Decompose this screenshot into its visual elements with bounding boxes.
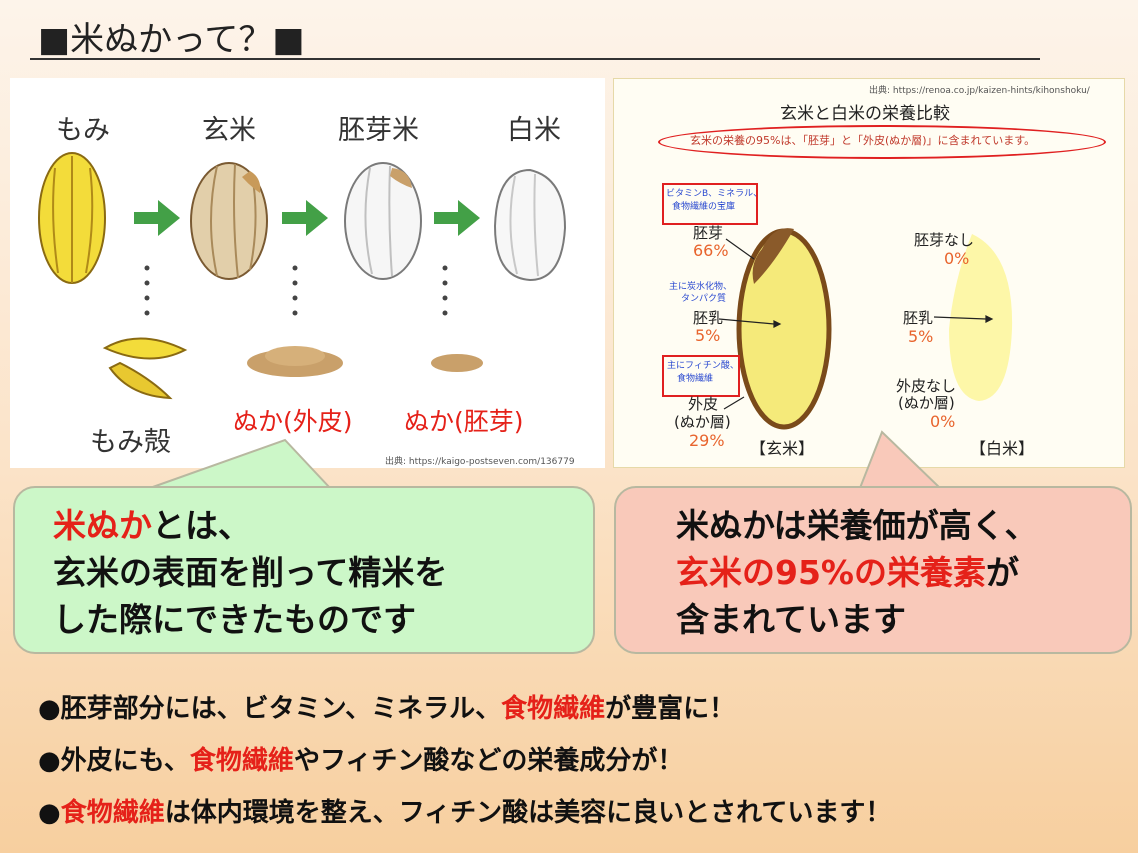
arrow-icons	[134, 200, 480, 236]
hakumai-hainyu-pct: 5%	[908, 327, 934, 346]
note-vitamin-box	[662, 183, 758, 225]
bullet-3-post: は体内環境を整え、フィチン酸は美容に良いとされています！	[164, 798, 892, 828]
genmai-caption: 【玄米】	[750, 439, 815, 458]
label-genmai: 玄米	[202, 115, 256, 146]
page-title: ■米ぬかって？■	[38, 20, 305, 60]
rice-polishing-figure: もみ 玄米 胚芽米 白米	[10, 78, 605, 468]
bullet-2-post: やフィチン酸などの栄養成分が！	[293, 746, 684, 776]
genmai-grain-section	[736, 228, 832, 430]
bullet-2-keyword: 食物繊維	[189, 746, 294, 776]
hakumai-grain	[493, 168, 567, 282]
note-vitamin-2: 食物繊維の宝庫	[672, 202, 736, 212]
hakumai-gaihi-2: (ぬか層)	[898, 394, 955, 412]
note-phytic-1: 主にフィチン酸、	[667, 361, 739, 371]
source-left: 出典: https://kaigo-postseven.com/136779	[385, 457, 575, 467]
label-hakumai: 白米	[507, 115, 561, 146]
hakumai-grain-section	[949, 234, 1013, 401]
genmai-haiga: 胚芽	[693, 224, 724, 242]
label-nuka-gaihi: ぬか(外皮)	[233, 407, 353, 436]
hakumai-hainyu: 胚乳	[903, 309, 934, 327]
grain-cross-section	[718, 228, 1013, 430]
nutrition-keyword: 玄米の95%の栄養素	[676, 553, 986, 592]
note-carb-2: タンパク質	[681, 294, 727, 304]
bullet-1-post: が豊富に！	[605, 694, 736, 724]
bullet-3-pre: ●	[38, 798, 61, 828]
genmai-grain	[190, 162, 268, 280]
label-momigara: もみ殻	[90, 427, 171, 458]
hakumai-gaihi-1: 外皮なし	[896, 377, 957, 395]
genmai-haiga-pct: 66%	[693, 241, 729, 260]
nutrition-line-1: 米ぬかは栄養価が高く、	[676, 506, 1038, 545]
label-haigamai: 胚芽米	[338, 115, 419, 146]
note-phytic-box	[662, 355, 740, 397]
bullet-3-keyword: 食物繊維	[60, 798, 165, 828]
bran-pile-haiga	[431, 354, 483, 372]
nutrition-bubble: 米ぬかは栄養価が高く、 玄米の95%の栄養素が 含まれています	[614, 486, 1132, 654]
bullet-1-pre: ●胚芽部分には、ビタミン、ミネラル、	[38, 694, 502, 724]
bullet-2-pre: ●外皮にも、	[38, 746, 190, 776]
source-right: 出典: https://renoa.co.jp/kaizen-hints/kih…	[869, 86, 1090, 96]
nutrition-line-2: 玄米の95%の栄養素が	[676, 549, 1019, 596]
genmai-hainyu: 胚乳	[693, 309, 724, 327]
definition-keyword: 米ぬか	[53, 506, 152, 545]
note-vitamin-1: ビタミンB、ミネラル、	[666, 189, 763, 199]
hakumai-caption: 【白米】	[970, 439, 1035, 458]
haigamai-grain	[344, 162, 422, 280]
definition-line-2: 玄米の表面を削って精米を	[53, 553, 448, 592]
genmai-hainyu-pct: 5%	[695, 326, 721, 345]
genmai-gaihi-1: 外皮	[688, 395, 719, 413]
genmai-gaihi-2: (ぬか層)	[674, 413, 731, 431]
label-nuka-haiga: ぬか(胚芽)	[404, 407, 524, 436]
note-phytic-2: 食物繊維	[677, 374, 714, 384]
nutrition-line-3: 含まれています	[676, 600, 907, 639]
bullet-3: ●食物繊維は体内環境を整え、フィチン酸は美容に良いとされています！	[38, 792, 891, 829]
label-momi: もみ	[56, 115, 110, 146]
hakumai-gaihi-pct: 0%	[930, 412, 956, 431]
hakumai-haiga: 胚芽なし	[914, 231, 975, 249]
grains-illustration	[38, 152, 567, 400]
nutrition-line-2-rest: が	[986, 553, 1019, 592]
genmai-gaihi-pct: 29%	[689, 431, 725, 450]
figure-title: 玄米と白米の栄養比較	[780, 104, 950, 124]
hakumai-haiga-pct: 0%	[944, 249, 970, 268]
bullet-2: ●外皮にも、食物繊維やフィチン酸などの栄養成分が！	[38, 740, 683, 777]
germ-shape	[752, 228, 794, 284]
definition-line-3: した際にできたものです	[53, 600, 416, 639]
note-carb-1: 主に炭水化物、	[669, 282, 733, 292]
bullet-1-keyword: 食物繊維	[501, 694, 606, 724]
title-divider	[30, 58, 1040, 60]
bullet-1: ●胚芽部分には、ビタミン、ミネラル、食物繊維が豊富に！	[38, 688, 735, 725]
nutrition-comparison-figure: 出典: https://renoa.co.jp/kaizen-hints/kih…	[613, 78, 1125, 468]
headline-text: 玄米の栄養の95%は、「胚芽」と「外皮(ぬか層)」に含まれています。	[690, 134, 1036, 147]
definition-line-1-rest: とは、	[152, 506, 251, 545]
momi-grain	[38, 152, 106, 284]
headline-oval	[658, 125, 1106, 159]
definition-line-1: 米ぬかとは、	[53, 502, 251, 549]
husk-pieces	[102, 337, 188, 400]
definition-bubble: 米ぬかとは、 玄米の表面を削って精米を した際にできたものです	[13, 486, 595, 654]
